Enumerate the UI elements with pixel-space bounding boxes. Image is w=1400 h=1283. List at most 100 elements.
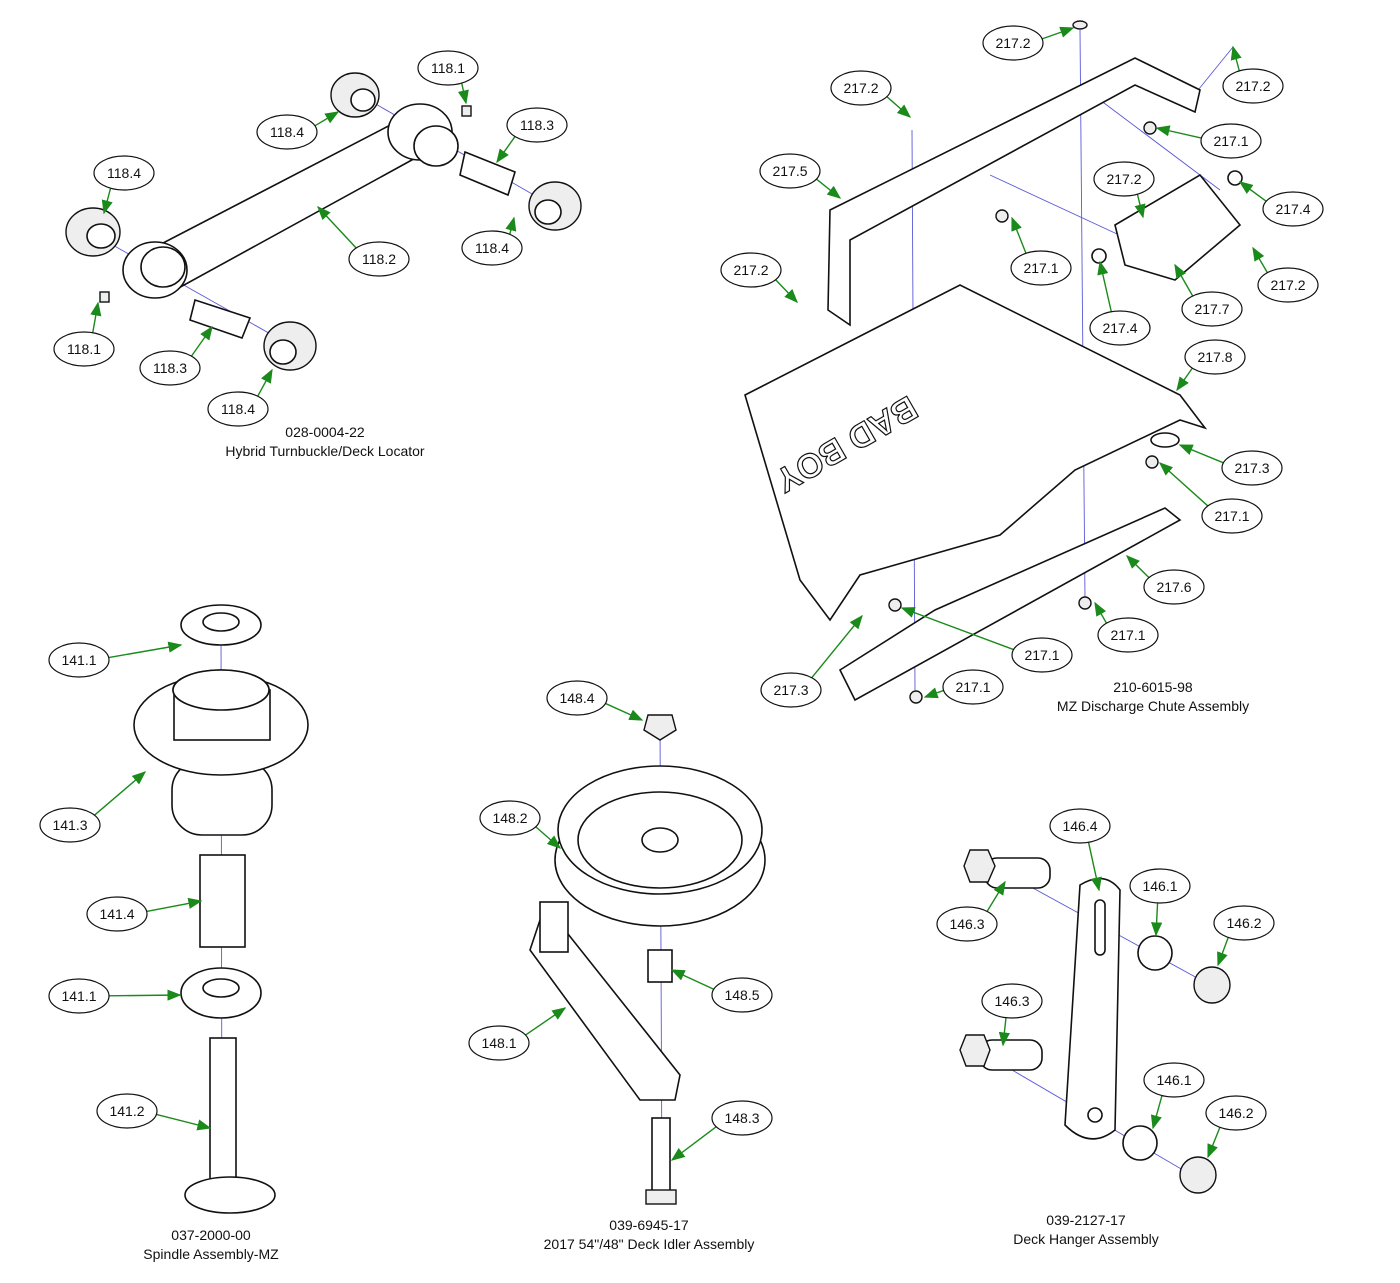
- callout-arrow: [998, 1017, 1010, 1047]
- callout-label: 217.4: [1275, 201, 1310, 217]
- callout-label: 141.3: [52, 817, 87, 833]
- assembly-name: MZ Discharge Chute Assembly: [1057, 698, 1249, 714]
- callout-label: 146.3: [994, 993, 1029, 1009]
- callout-label: 141.1: [61, 988, 96, 1004]
- callout-bubble: [256, 114, 318, 150]
- turnbuckle-drawing: [65, 72, 582, 371]
- callout-arrow: [923, 687, 944, 699]
- callout-label: 217.8: [1197, 349, 1232, 365]
- callout-label: 141.2: [109, 1103, 144, 1119]
- callout-label: 217.1: [1213, 133, 1248, 149]
- callout-label: 146.2: [1226, 915, 1261, 931]
- callout-bubble: [1143, 569, 1205, 605]
- callout-arrow: [156, 1113, 212, 1131]
- callout-bubble: [1143, 1062, 1205, 1098]
- callout-arrow: [1217, 937, 1229, 967]
- callout-bubble: [506, 107, 568, 143]
- callout-bubble: [1129, 868, 1191, 904]
- callout-bubble: [207, 391, 269, 427]
- callout-label: 146.4: [1062, 818, 1097, 834]
- callout-bubble: [139, 350, 201, 386]
- callout-217.1: 217.1: [923, 669, 1004, 705]
- callout-label: 217.1: [1214, 508, 1249, 524]
- callout-217.2: 217.2: [720, 252, 798, 304]
- callout-bubble: [760, 672, 822, 708]
- callout-bubble: [1181, 291, 1243, 327]
- callout-217.6: 217.6: [1126, 555, 1205, 605]
- callout-arrow: [94, 771, 147, 816]
- callout-217.5: 217.5: [759, 153, 842, 199]
- callout-217.1: 217.1: [900, 607, 1073, 673]
- callout-label: 148.4: [559, 690, 594, 706]
- callout-148.3: 148.3: [670, 1100, 773, 1161]
- callout-arrow: [1155, 125, 1202, 139]
- callout-arrow: [108, 641, 183, 659]
- callout-arrow: [670, 969, 715, 990]
- callout-label: 146.1: [1142, 878, 1177, 894]
- callout-bubble: [1097, 617, 1159, 653]
- callout-arrow: [1176, 367, 1193, 392]
- callout-label: 118.4: [475, 240, 509, 256]
- discharge-chute-drawing: BAD BOY: [744, 20, 1243, 704]
- callout-bubble: [982, 25, 1044, 61]
- callout-bubble: [479, 800, 541, 836]
- callout-arrow: [1207, 1127, 1221, 1159]
- callout-arrow: [1134, 194, 1146, 219]
- callout-label: 141.4: [99, 906, 134, 922]
- callout-bubble: [981, 983, 1043, 1019]
- callout-arrow: [605, 702, 644, 721]
- callout-arrow: [1011, 216, 1027, 254]
- callout-217.1: 217.1: [1155, 123, 1262, 159]
- callout-arrow: [90, 301, 102, 333]
- callout-118.1: 118.1: [417, 50, 479, 105]
- callout-arrow: [1126, 555, 1150, 579]
- callout-141.3: 141.3: [39, 771, 147, 843]
- callout-label: 217.1: [1024, 647, 1059, 663]
- callout-label: 118.4: [221, 401, 255, 417]
- callout-arrow: [1174, 263, 1194, 297]
- callout-label: 148.1: [481, 1035, 516, 1051]
- callout-148.4: 148.4: [546, 680, 644, 721]
- callout-label: 217.1: [1110, 627, 1145, 643]
- callout-118.4: 118.4: [207, 368, 273, 427]
- callout-arrow: [1238, 181, 1267, 202]
- callout-arrow: [457, 82, 469, 105]
- callout-label: 141.1: [61, 652, 96, 668]
- callout-bubble: [1221, 450, 1283, 486]
- callout-217.1: 217.1: [1158, 462, 1263, 534]
- callout-arrow: [190, 325, 213, 357]
- assembly-name: 2017 54"/48" Deck Idler Assembly: [544, 1236, 755, 1252]
- callout-118.4: 118.4: [93, 155, 155, 215]
- callout-141.1: 141.1: [48, 641, 183, 678]
- callout-118.1: 118.1: [53, 301, 115, 367]
- callout-141.1: 141.1: [48, 978, 182, 1014]
- callout-arrow: [1178, 444, 1224, 464]
- callout-bubble: [759, 153, 821, 189]
- callout-146.1: 146.1: [1129, 868, 1191, 937]
- callout-bubble: [1093, 161, 1155, 197]
- callout-217.1: 217.1: [1010, 216, 1072, 286]
- callout-bubble: [1205, 1095, 1267, 1131]
- callout-bubble: [417, 50, 479, 86]
- callout-bubble: [546, 680, 608, 716]
- callout-arrow: [314, 111, 340, 127]
- callout-label: 217.2: [1235, 78, 1270, 94]
- callout-label: 217.4: [1102, 320, 1137, 336]
- callout-bubble: [1200, 123, 1262, 159]
- callout-arrow: [257, 368, 273, 397]
- assembly-part-number: 210-6015-98: [1113, 679, 1193, 695]
- assembly-part-number: 037-2000-00: [171, 1227, 251, 1243]
- callout-217.2: 217.2: [1252, 246, 1319, 303]
- callout-bubble: [711, 977, 773, 1013]
- callout-arrow: [1158, 462, 1209, 507]
- assembly-part-number: 039-6945-17: [609, 1217, 689, 1233]
- callout-arrow: [900, 607, 1014, 651]
- callout-arrow: [505, 216, 517, 235]
- callout-148.5: 148.5: [670, 969, 773, 1013]
- callout-label: 217.5: [772, 163, 807, 179]
- callout-label: 217.3: [1234, 460, 1269, 476]
- callout-bubble: [711, 1100, 773, 1136]
